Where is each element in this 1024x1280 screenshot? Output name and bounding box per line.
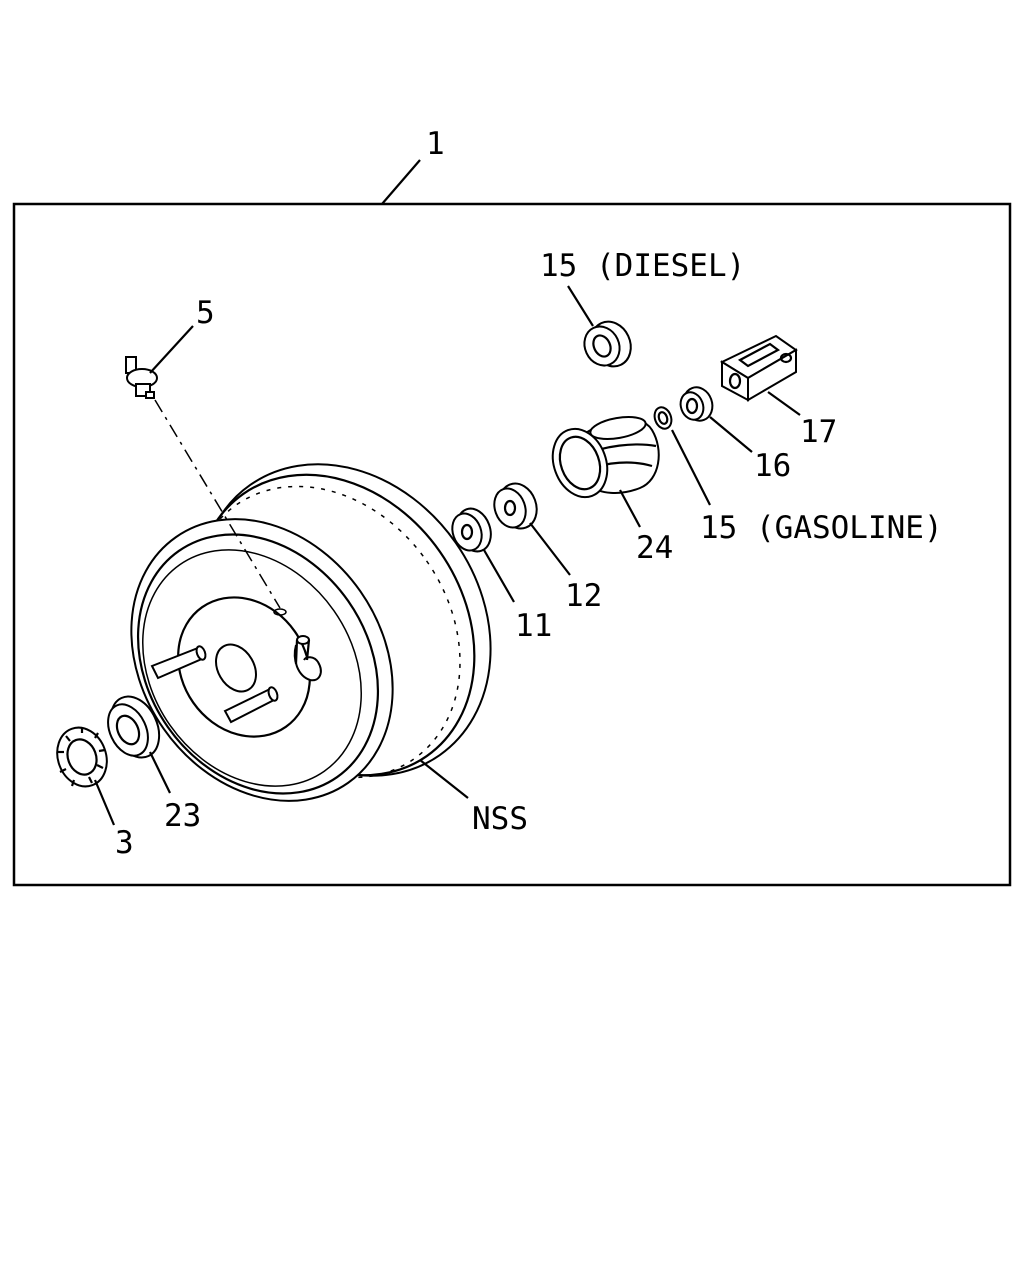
- callout-bushing-12: 12: [565, 578, 602, 614]
- leader-lock-washer: [93, 779, 116, 826]
- callout-washer-diesel: 15 (DIESEL): [540, 248, 745, 284]
- lock-washer: [56, 726, 108, 788]
- leader-yoke: [767, 391, 801, 416]
- washer-diesel: [583, 320, 632, 368]
- washer-gasoline: [653, 406, 673, 430]
- callout-booster-body: NSS: [472, 801, 528, 837]
- leader-vacuum-fitting: [149, 325, 194, 374]
- mounting-stud-upper: [150, 645, 207, 680]
- leader-seal: [149, 751, 171, 794]
- leader-boot: [619, 489, 641, 528]
- vacuum-port: [293, 635, 322, 682]
- yoke: [719, 334, 798, 402]
- leader-booster-body: [419, 759, 469, 799]
- callout-vacuum-fitting: 5: [196, 295, 215, 331]
- callout-bushing-11: 11: [515, 608, 552, 644]
- leader-assembly: [381, 159, 421, 205]
- callout-nut: 16: [754, 448, 791, 484]
- callout-boot: 24: [636, 530, 673, 566]
- callout-washer-gasoline: 15 (GASOLINE): [700, 510, 943, 546]
- leader-washer-gasoline: [671, 429, 711, 506]
- installation-centerline: [154, 399, 281, 609]
- callout-lock-washer: 3: [115, 825, 134, 861]
- booster-body: [130, 463, 492, 802]
- vacuum-fitting: [125, 356, 158, 399]
- bushing-12: [493, 482, 538, 530]
- callout-assembly: 1: [426, 126, 445, 162]
- boot: [551, 416, 660, 499]
- bushing-11: [451, 507, 492, 553]
- seal: [107, 695, 161, 759]
- callout-yoke: 17: [800, 414, 837, 450]
- callout-seal: 23: [164, 798, 201, 834]
- leader-washer-diesel: [567, 285, 594, 327]
- leader-bushing-12: [529, 522, 571, 576]
- leader-bushing-11: [483, 549, 515, 603]
- nut: [679, 386, 714, 422]
- mounting-stud-lower: [223, 686, 279, 724]
- leader-nut: [709, 416, 753, 453]
- diagram-frame: [12, 202, 1012, 887]
